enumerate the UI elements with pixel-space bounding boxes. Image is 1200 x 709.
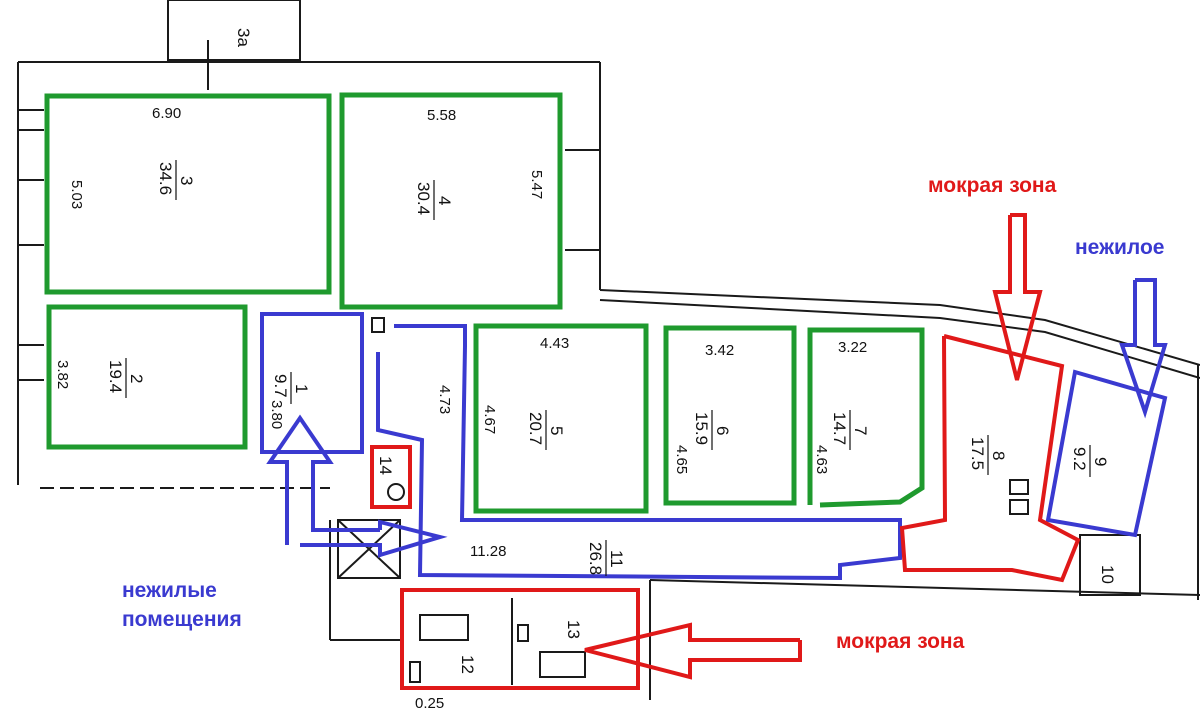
room-13-number: 13 [564, 620, 583, 639]
dim-bottom-small: 0.25 [415, 695, 444, 709]
room-8-number: 8 [989, 451, 1008, 460]
room-2-area: 19.4 [106, 360, 125, 393]
dimension-labels: 6.90 5.03 5.58 5.47 3.82 3.80 4.73 4.43 … [54, 105, 867, 709]
wet-zone-label-top: мокрая зона [928, 174, 1057, 197]
room-7-number: 7 [851, 426, 870, 435]
room-11-number: 11 [607, 550, 626, 568]
dim-room5-height: 4.67 [481, 405, 498, 434]
room-14-number: 14 [376, 456, 395, 475]
room-5-number: 5 [547, 426, 566, 435]
room-12-number: 12 [458, 655, 477, 674]
room-14-outline [370, 445, 412, 509]
room-7-outline [807, 327, 925, 508]
nonliving-label: нежилое [1075, 236, 1164, 259]
room-3-number: 3 [177, 176, 196, 185]
room-11-area: 26.8 [586, 542, 605, 575]
room-6-number: 6 [713, 426, 732, 435]
wet-zone-label-bottom: мокрая зона [836, 630, 965, 653]
room-1-number: 1 [292, 384, 311, 393]
dim-room3-width: 6.90 [152, 105, 181, 122]
room-3a-number: 3a [234, 28, 253, 47]
dim-room5-width: 4.43 [540, 335, 569, 352]
dim-room4-width: 5.58 [427, 107, 456, 124]
room-10-walls [1079, 534, 1141, 596]
room-11-outline [376, 324, 902, 581]
room-3-outline [44, 93, 332, 295]
stairwell-3a [167, 0, 301, 61]
dim-corridor-height: 4.73 [436, 385, 453, 414]
dim-room3-height: 5.03 [68, 180, 85, 209]
toilet-13 [539, 651, 586, 678]
arrow-to-room-8 [992, 213, 1043, 381]
room-labels: 3a 3 34.6 4 30.4 2 19.4 1 9.7 5 20. [106, 28, 1117, 674]
arrow-right [300, 519, 448, 558]
nonliving-rooms [260, 278, 1168, 581]
room-4-number: 4 [435, 196, 454, 205]
toilet-12 [419, 614, 469, 641]
dim-room2-height: 3.82 [54, 360, 71, 389]
room-6-area: 15.9 [692, 412, 711, 445]
room-5-area: 20.7 [526, 412, 545, 445]
room-3-area: 34.6 [156, 162, 175, 195]
room-7-area: 14.7 [830, 412, 849, 445]
dim-room1-height: 3.80 [268, 400, 285, 429]
arrow-to-room-1 [266, 414, 380, 545]
room-8-area: 17.5 [968, 437, 987, 470]
room-9-outline [1045, 369, 1168, 538]
room-1-outline [260, 312, 364, 454]
room-8-outline [899, 334, 1081, 583]
dim-room4-height: 5.47 [528, 170, 545, 199]
nonliving-rooms-label-line1: нежилые [122, 579, 217, 602]
room-2-outline [46, 304, 248, 450]
room-5-outline [473, 323, 649, 514]
arrow-to-room-9 [1119, 278, 1168, 419]
building-walls [17, 0, 1200, 700]
arrow-to-wc [584, 622, 802, 680]
wet-zones [370, 213, 1081, 690]
room-6-outline [663, 325, 797, 506]
living-rooms [44, 92, 925, 514]
room-1-area: 9.7 [271, 374, 290, 398]
dim-room6-height: 4.65 [673, 445, 690, 474]
room-4-outline [339, 92, 563, 310]
dim-corridor11-length: 11.28 [470, 543, 506, 560]
dim-room7-height: 4.63 [813, 445, 830, 474]
dim-room6-width: 3.42 [705, 342, 734, 359]
room-10-number: 10 [1098, 565, 1117, 584]
room-9-area: 9.2 [1070, 447, 1089, 471]
dim-room7-width: 3.22 [838, 339, 867, 356]
room-2-number: 2 [127, 374, 146, 383]
room-4-area: 30.4 [414, 182, 433, 215]
room-9-number: 9 [1091, 457, 1110, 466]
nonliving-rooms-label-line2: помещения [122, 608, 242, 631]
